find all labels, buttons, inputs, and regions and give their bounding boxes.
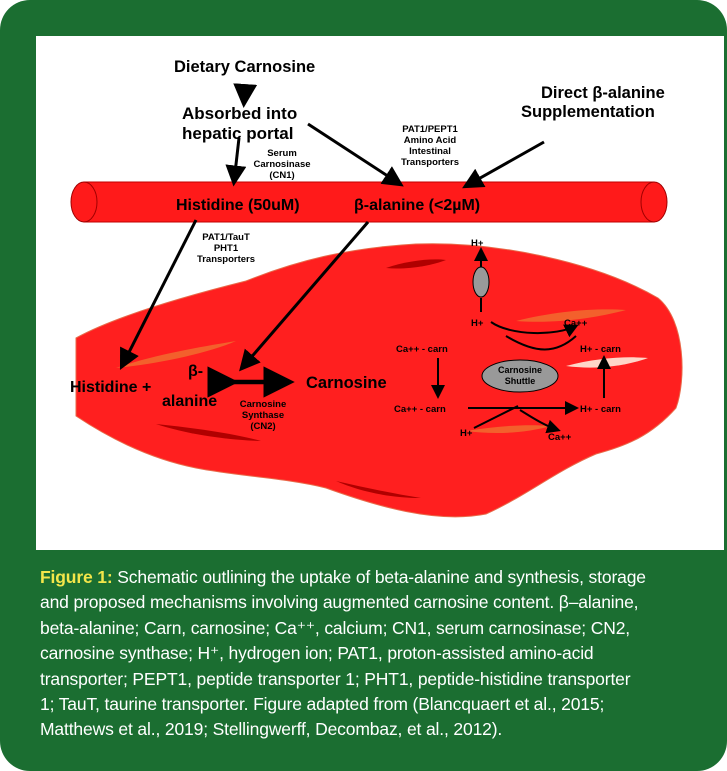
label-ca-carn-left: Ca++ - carn (396, 344, 448, 355)
label-serum-1: Serum (267, 148, 297, 159)
arrow-hepatic-balanine (308, 124, 400, 184)
label-synthase-2: Synthase (242, 410, 284, 421)
caption-line-4: carnosine synthase; H⁺, hydrogen ion; PA… (40, 641, 715, 666)
label-balanine-2: alanine (162, 393, 217, 410)
label-synthase-3: (CN2) (250, 421, 275, 432)
label-taut-1: PAT1/TauT (202, 232, 250, 243)
label-pat-2: Amino Acid (404, 135, 457, 146)
vessel-end-left (71, 182, 97, 222)
label-pat-4: Transporters (401, 157, 459, 168)
label-serum-3: (CN1) (269, 170, 294, 181)
label-taut-3: Transporters (197, 254, 255, 265)
label-ca-carn-low: Ca++ - carn (394, 404, 446, 415)
caption-line-1-text: Schematic outlining the uptake of beta-a… (117, 567, 646, 587)
label-vessel-balanine: β-alanine (<2µM) (354, 197, 480, 214)
caption-line-7: Matthews et al., 2019; Stellingwerff, De… (40, 717, 715, 742)
arrow-dietary-down (244, 87, 245, 102)
label-serum-2: Carnosinase (253, 159, 310, 170)
label-pat-3: Intestinal (409, 146, 451, 157)
label-absorbed-2: hepatic portal (182, 124, 293, 143)
label-balanine-1: β- (188, 363, 203, 380)
caption-line-6: 1; TauT, taurine transporter. Figure ada… (40, 692, 715, 717)
figure-caption: Figure 1: Schematic outlining the uptake… (40, 565, 715, 743)
h-transporter (473, 267, 489, 297)
label-shuttle-1: Carnosine (498, 365, 542, 375)
arrow-supplement-balanine (466, 142, 544, 186)
label-taut-2: PHT1 (214, 243, 239, 254)
arrow-hepatic-histidine (234, 138, 239, 182)
label-absorbed-1: Absorbed into (182, 104, 297, 123)
diagram-area: Dietary Carnosine Absorbed into hepatic … (36, 36, 724, 550)
label-ca-bottom: Ca++ (548, 432, 572, 443)
label-synthase-1: Carnosine (240, 399, 286, 410)
label-shuttle-2: Shuttle (505, 376, 536, 386)
label-h-carn-low: H+ - carn (580, 404, 621, 415)
label-carnosine: Carnosine (306, 374, 387, 392)
label-direct-1: Direct β-alanine (541, 84, 665, 102)
label-h-bottom: H+ (460, 428, 473, 439)
uptake-diagram: Dietary Carnosine Absorbed into hepatic … (36, 36, 724, 550)
label-histidine-plus: Histidine + (70, 379, 151, 396)
vessel-end-right (641, 182, 667, 222)
label-h-mid: H+ (471, 318, 484, 329)
caption-line-1: Figure 1: Schematic outlining the uptake… (40, 565, 715, 590)
label-direct-2: Supplementation (521, 103, 655, 121)
label-dietary-carnosine: Dietary Carnosine (174, 58, 315, 76)
label-h-top: H+ (471, 238, 484, 249)
caption-line-3: beta-alanine; Carn, carnosine; Ca⁺⁺, cal… (40, 616, 715, 641)
caption-label: Figure 1: (40, 567, 113, 587)
label-pat-1: PAT1/PEPT1 (402, 124, 458, 135)
label-vessel-histidine: Histidine (50uM) (176, 197, 300, 214)
label-ca-top: Ca++ (564, 318, 588, 329)
caption-line-2: and proposed mechanisms involving augmen… (40, 590, 715, 615)
caption-line-5: transporter; PEPT1, peptide transporter … (40, 667, 715, 692)
label-h-carn-right: H+ - carn (580, 344, 621, 355)
